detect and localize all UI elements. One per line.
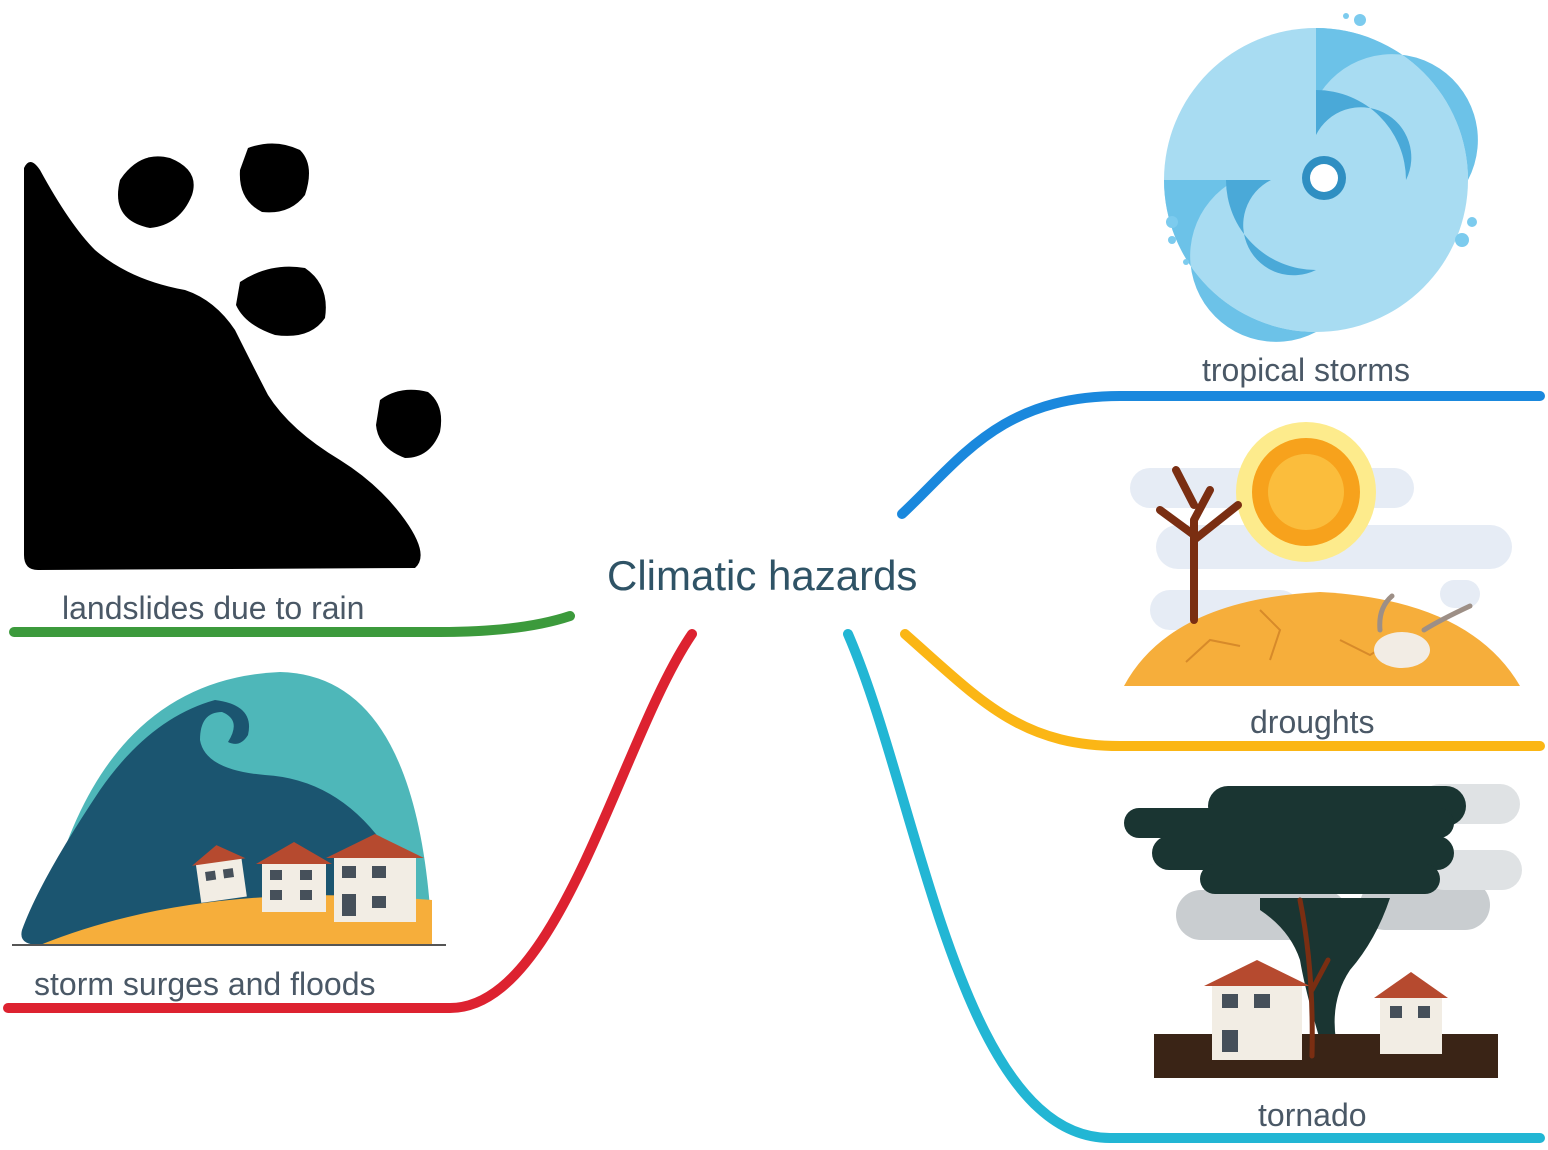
branch-label-tornado[interactable]: tornado — [1258, 1097, 1367, 1133]
branch-line-droughts — [900, 629, 1545, 751]
branch-label-tropical-storms[interactable]: tropical storms — [1202, 352, 1411, 388]
branch-label-landslides[interactable]: landslides due to rain — [62, 590, 365, 626]
branch-line-tornado — [843, 629, 1545, 1143]
tornado-icon — [1124, 784, 1522, 1078]
branch-label-droughts[interactable]: droughts — [1250, 704, 1375, 740]
landslide-icon — [24, 143, 442, 570]
branch-line-landslides — [9, 611, 575, 637]
drought-sun-icon — [1124, 422, 1520, 686]
hurricane-icon — [1164, 13, 1478, 342]
central-topic[interactable]: Climatic hazards — [607, 552, 918, 599]
branch-line-tropical-storms — [897, 391, 1545, 519]
branch-label-storm-surges[interactable]: storm surges and floods — [34, 966, 376, 1002]
branch-line-storm-surges — [3, 629, 697, 1013]
tsunami-wave-icon — [12, 672, 446, 946]
